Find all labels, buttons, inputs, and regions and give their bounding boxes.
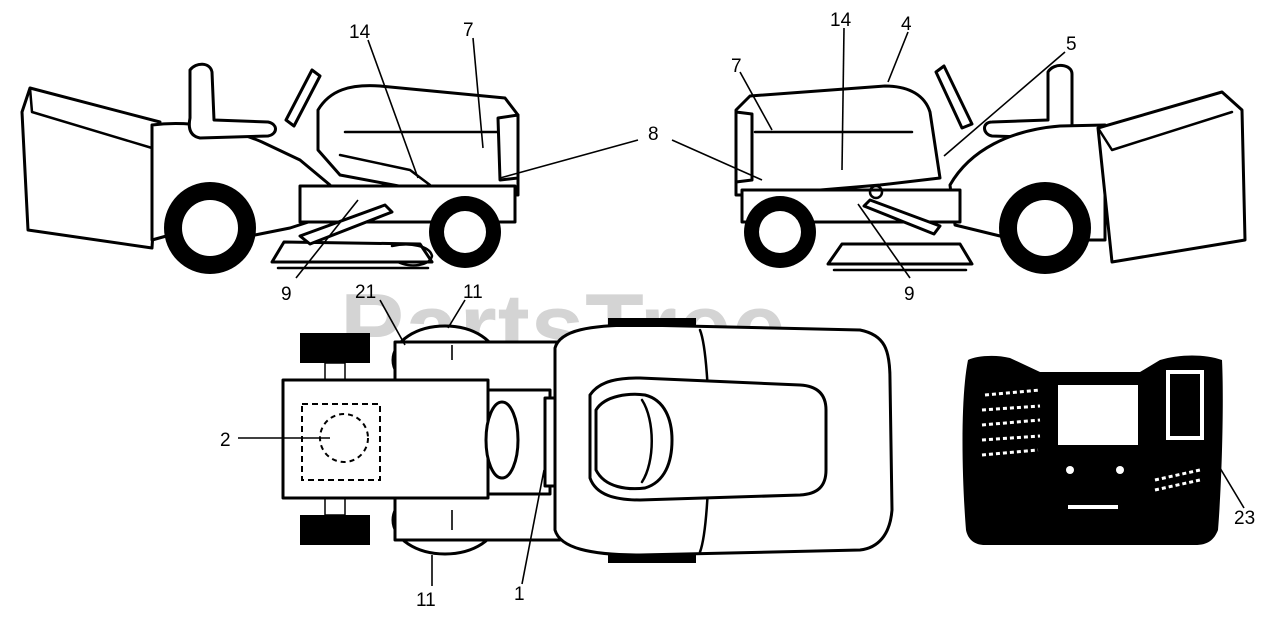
callout-1: 1 [514,584,525,605]
right-mower-deck [826,242,974,266]
callout-11-upper: 11 [463,282,483,303]
callout-14-right: 14 [830,10,852,31]
callout-4-right: 4 [901,14,912,35]
top-view [281,318,894,563]
right-side-view [734,64,1247,274]
control-panel-decal [962,355,1223,545]
callouts: 14 7 8 9 14 4 7 5 9 21 11 11 2 1 23 [220,10,1255,611]
leader-lines [238,27,1245,586]
left-hood [316,84,520,197]
callout-5-right: 5 [1066,34,1077,55]
right-steering-wheel [934,64,974,130]
top-decal-2-area [301,403,381,481]
callout-14-left: 14 [349,22,371,43]
left-steering-wheel [284,68,322,128]
callout-23: 23 [1234,508,1255,529]
top-rear-tire-upper [300,333,370,363]
left-grass-bag [20,86,162,250]
callout-7-right: 7 [731,56,742,77]
callout-11-lower: 11 [416,590,436,611]
left-side-view [20,62,520,274]
callout-9-right: 9 [904,284,915,305]
top-rear-tire-lower [300,515,370,545]
right-grass-bag [1096,90,1247,264]
right-hood [734,84,942,197]
control-panel-view [962,355,1223,545]
callout-21: 21 [355,282,376,303]
callout-7-left: 7 [463,20,474,41]
top-seat [484,400,520,480]
callout-8: 8 [648,124,659,145]
top-bagger-box [281,378,490,500]
callout-9-left: 9 [281,284,292,305]
left-seat [187,62,277,140]
callout-2: 2 [220,430,231,451]
